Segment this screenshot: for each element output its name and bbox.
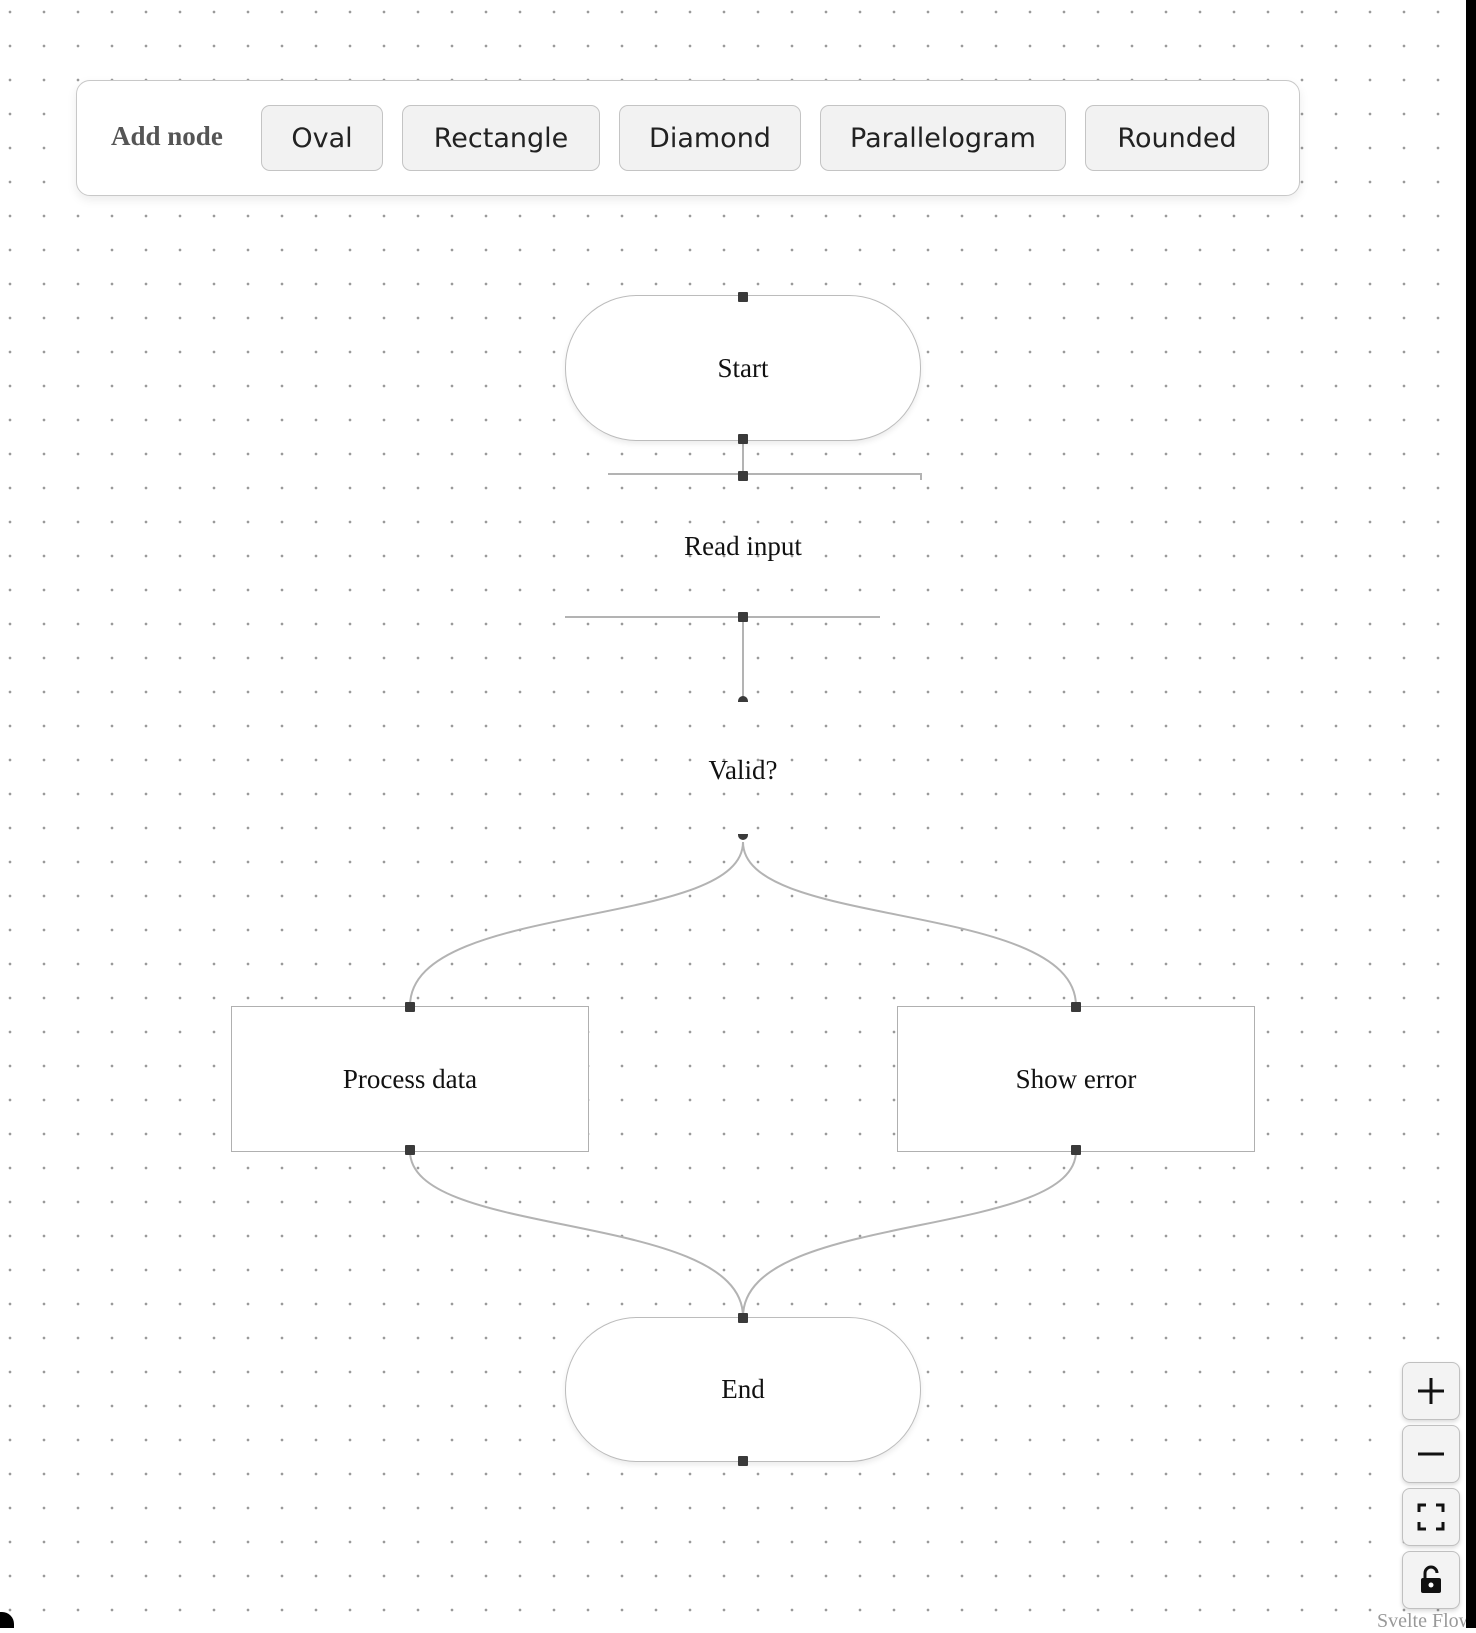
node-read-input[interactable]: Read input — [565, 475, 921, 617]
parallelogram-top-edge — [608, 473, 922, 480]
node-label: Process data — [342, 1063, 478, 1094]
node-label: Show error — [1015, 1063, 1137, 1094]
lock-icon — [1421, 1565, 1441, 1593]
node-label: Read input — [684, 530, 802, 561]
add-rectangle-button[interactable]: Rectangle — [402, 105, 600, 171]
handle-start-bottom[interactable] — [738, 434, 748, 444]
fit-view-icon — [1417, 1503, 1445, 1531]
zoom-in-button[interactable] — [1402, 1362, 1460, 1420]
add-oval-button[interactable]: Oval — [261, 105, 383, 171]
node-show-error[interactable]: Show error — [897, 1006, 1255, 1152]
handle-end-top[interactable] — [738, 1313, 748, 1323]
handle-start-top[interactable] — [738, 292, 748, 302]
handle-valid-top[interactable] — [738, 696, 748, 702]
handle-end-bottom[interactable] — [738, 1456, 748, 1466]
edge-valid-process[interactable] — [409, 841, 744, 1007]
zoom-out-button[interactable] — [1402, 1425, 1460, 1483]
edge-process-end[interactable] — [409, 1150, 744, 1318]
node-end[interactable]: End — [565, 1317, 921, 1462]
handle-read-top[interactable] — [738, 471, 748, 481]
node-start[interactable]: Start — [565, 295, 921, 441]
handle-error-top[interactable] — [1071, 1002, 1081, 1012]
handle-valid-bottom[interactable] — [738, 834, 748, 840]
plus-icon — [1418, 1378, 1444, 1404]
toggle-lock-button[interactable] — [1402, 1551, 1460, 1609]
node-label: Valid? — [708, 754, 778, 785]
toolbar-title: Add node — [111, 121, 223, 151]
handle-error-bottom[interactable] — [1071, 1145, 1081, 1155]
window-edge — [1466, 0, 1476, 1628]
handle-process-bottom[interactable] — [405, 1145, 415, 1155]
node-label: End — [721, 1374, 765, 1404]
add-diamond-button[interactable]: Diamond — [619, 105, 801, 171]
attribution-link[interactable]: Svelte Flow — [1377, 1610, 1474, 1632]
fit-view-button[interactable] — [1402, 1488, 1460, 1546]
add-rounded-button[interactable]: Rounded — [1085, 105, 1269, 171]
node-valid[interactable]: Valid? — [565, 700, 921, 840]
minus-icon — [1418, 1452, 1444, 1456]
node-label: Start — [717, 352, 769, 383]
add-parallelogram-button[interactable]: Parallelogram — [820, 105, 1066, 171]
handle-read-bottom[interactable] — [738, 612, 748, 622]
edge-valid-error[interactable] — [742, 841, 1077, 1007]
edge-error-end[interactable] — [742, 1150, 1077, 1318]
handle-process-top[interactable] — [405, 1002, 415, 1012]
add-node-toolbar: Add node Oval Rectangle Diamond Parallel… — [76, 80, 1300, 196]
node-process-data[interactable]: Process data — [231, 1006, 589, 1152]
window-corner — [0, 1612, 14, 1628]
